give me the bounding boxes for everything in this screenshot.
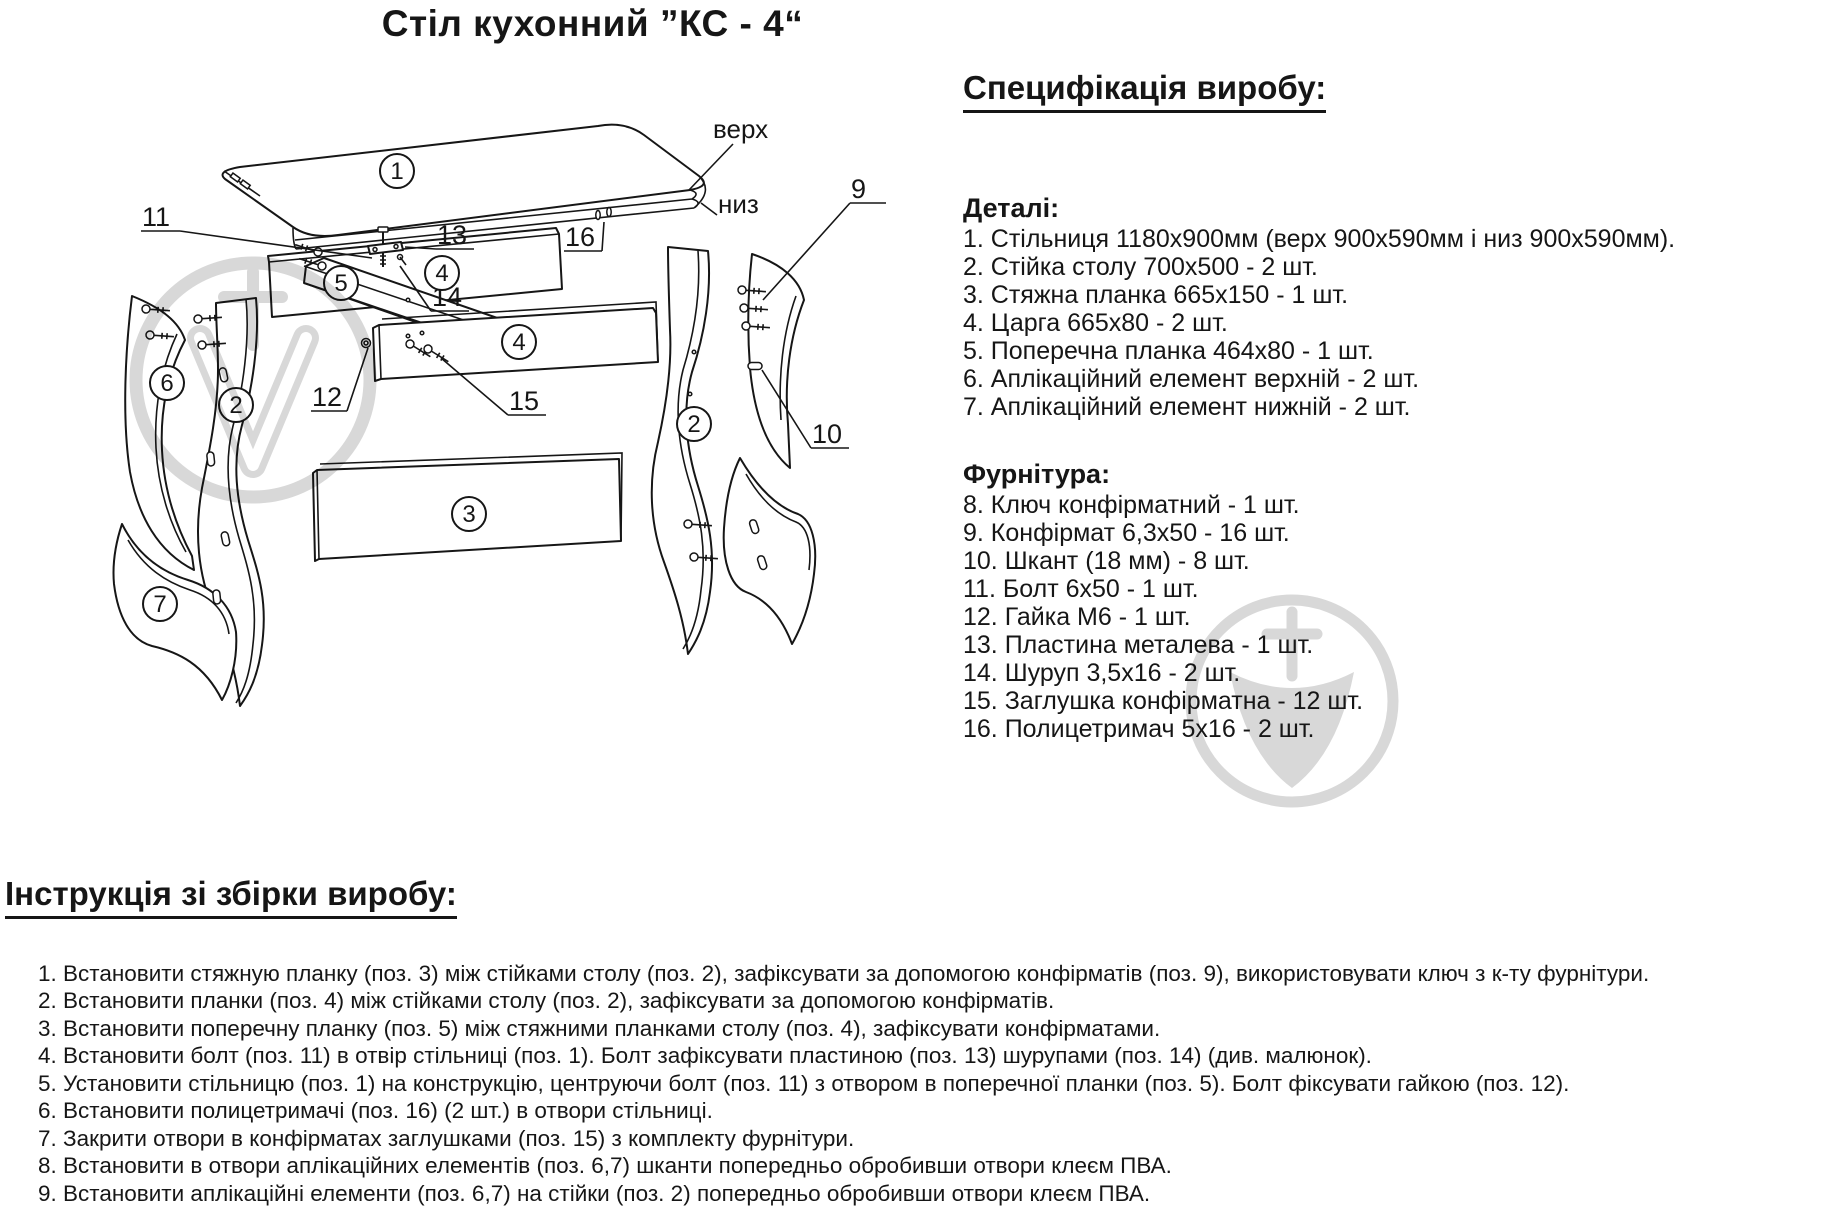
applique-upper-right-part bbox=[747, 253, 805, 469]
specification-heading: Специфікація виробу: bbox=[963, 69, 1327, 114]
hardware-item: 14. Шуруп 3,5х16 - 2 шт. bbox=[963, 658, 1241, 687]
callout-15: 15 bbox=[440, 357, 546, 416]
hardware-item: 9. Конфірмат 6,3х50 - 16 шт. bbox=[963, 518, 1290, 547]
callout-13: 13 bbox=[404, 220, 474, 250]
svg-text:1: 1 bbox=[390, 158, 403, 185]
hardware-item: 15. Заглушка конфірматна - 12 шт. bbox=[963, 686, 1364, 715]
svg-text:15: 15 bbox=[509, 386, 539, 416]
part-label-1: 1 bbox=[379, 153, 415, 189]
assembly-step: 5. Установити стільницю (поз. 1) на конс… bbox=[38, 1070, 1570, 1096]
svg-text:2: 2 bbox=[687, 411, 700, 438]
callout-9: 9 bbox=[762, 174, 886, 301]
hardware-item: 13. Пластина металева - 1 шт. bbox=[963, 630, 1314, 659]
hardware-item: 8. Ключ конфірматний - 1 шт. bbox=[963, 490, 1300, 519]
assembly-instructions-section: Інструкція зі збірки виробу: 1. Встанови… bbox=[5, 848, 1820, 1207]
svg-text:4: 4 bbox=[435, 260, 448, 287]
assembly-step: 2. Встановити планки (поз. 4) між стійка… bbox=[38, 988, 1055, 1014]
assembly-step: 8. Встановити в отвори аплікаційних елем… bbox=[38, 1153, 1172, 1179]
part-label-7: 7 bbox=[142, 586, 178, 622]
assembly-step: 4. Встановити болт (поз. 11) в отвір сті… bbox=[38, 1043, 1372, 1069]
hardware-item: 11. Болт 6х50 - 1 шт. bbox=[963, 574, 1199, 603]
top-side-label: верх bbox=[713, 114, 768, 144]
orientation-labels: верх низ bbox=[688, 114, 768, 219]
hardware-item: 12. Гайка М6 - 1 шт. bbox=[963, 602, 1191, 631]
part-label-4-lower: 4 bbox=[501, 324, 537, 360]
callout-10: 10 bbox=[761, 369, 849, 449]
page-title: Стіл кухонний ”КС - 4“ bbox=[381, 3, 804, 44]
assembly-step: 3. Встановити поперечну планку (поз. 5) … bbox=[38, 1015, 1161, 1041]
hardware-item: 16. Полицетримач 5х16 - 2 шт. bbox=[963, 714, 1315, 743]
part-label-2-right: 2 bbox=[676, 406, 712, 442]
part-label-6: 6 bbox=[149, 365, 185, 401]
exploded-assembly-diagram: верх низ 9 10 11 12 13 14 15 bbox=[112, 114, 1399, 808]
callout-12: 12 bbox=[311, 347, 369, 412]
svg-text:10: 10 bbox=[812, 419, 842, 449]
bolt-plate-assembly bbox=[367, 226, 407, 267]
applique-upper-left-part bbox=[124, 295, 195, 571]
watermark-logo-right bbox=[1185, 594, 1399, 808]
callout-16: 16 bbox=[564, 221, 605, 252]
bottom-side-label: низ bbox=[718, 189, 759, 219]
shelf-peg-icons bbox=[595, 206, 612, 221]
detail-item: 6. Аплікаційний елемент верхній - 2 шт. bbox=[963, 364, 1420, 393]
details-list: 1. Стільниця 1180х900мм (верх 900х590мм … bbox=[963, 225, 1823, 421]
detail-item: 5. Поперечна планка 464х80 - 1 шт. bbox=[963, 336, 1374, 365]
instructions-heading: Інструкція зі збірки виробу: bbox=[5, 875, 457, 920]
svg-text:16: 16 bbox=[565, 222, 595, 252]
hardware-item: 10. Шкант (18 мм) - 8 шт. bbox=[963, 546, 1250, 575]
assembly-step: 1. Встановити стяжную планку (поз. 3) мі… bbox=[38, 960, 1650, 986]
details-heading: Деталі: bbox=[963, 192, 1060, 223]
tabletop-part bbox=[221, 123, 707, 250]
applique-lower-right-part bbox=[722, 457, 817, 645]
specification-section: Специфікація виробу: Деталі: 1. Стільниц… bbox=[963, 42, 1823, 743]
assembly-steps-list: 1. Встановити стяжную планку (поз. 3) мі… bbox=[5, 960, 1820, 1207]
watermark-logo-left bbox=[129, 256, 377, 504]
svg-text:7: 7 bbox=[153, 591, 166, 618]
assembly-step: 7. Закрити отвори в конфірматах заглушка… bbox=[38, 1125, 855, 1151]
svg-text:12: 12 bbox=[312, 382, 342, 412]
svg-text:13: 13 bbox=[437, 220, 467, 250]
svg-text:6: 6 bbox=[160, 370, 173, 397]
callout-11: 11 bbox=[141, 202, 373, 259]
part-label-3: 3 bbox=[451, 496, 487, 532]
detail-item: 3. Стяжна планка 665х150 - 1 шт. bbox=[963, 280, 1349, 309]
leg-right-part bbox=[650, 246, 714, 655]
svg-text:11: 11 bbox=[142, 202, 170, 232]
detail-item: 1. Стільниця 1180х900мм (верх 900х590мм … bbox=[963, 224, 1676, 253]
assembly-step: 6. Встановити полицетримачі (поз. 16) (2… bbox=[38, 1098, 713, 1124]
detail-item: 4. Царга 665х80 - 2 шт. bbox=[963, 308, 1228, 337]
detail-item: 2. Стійка столу 700х500 - 2 шт. bbox=[963, 252, 1318, 281]
hardware-list: 8. Ключ конфірматний - 1 шт. 9. Конфірма… bbox=[963, 491, 1823, 743]
detail-item: 7. Аплікаційний елемент нижній - 2 шт. bbox=[963, 392, 1411, 421]
part-label-4-upper: 4 bbox=[424, 255, 460, 291]
svg-text:4: 4 bbox=[512, 329, 525, 356]
assembly-step: 9. Встановити аплікаційні елементи (поз.… bbox=[38, 1180, 1151, 1206]
svg-text:9: 9 bbox=[851, 174, 866, 204]
hardware-heading: Фурнітура: bbox=[963, 458, 1111, 489]
svg-text:3: 3 bbox=[462, 501, 475, 528]
